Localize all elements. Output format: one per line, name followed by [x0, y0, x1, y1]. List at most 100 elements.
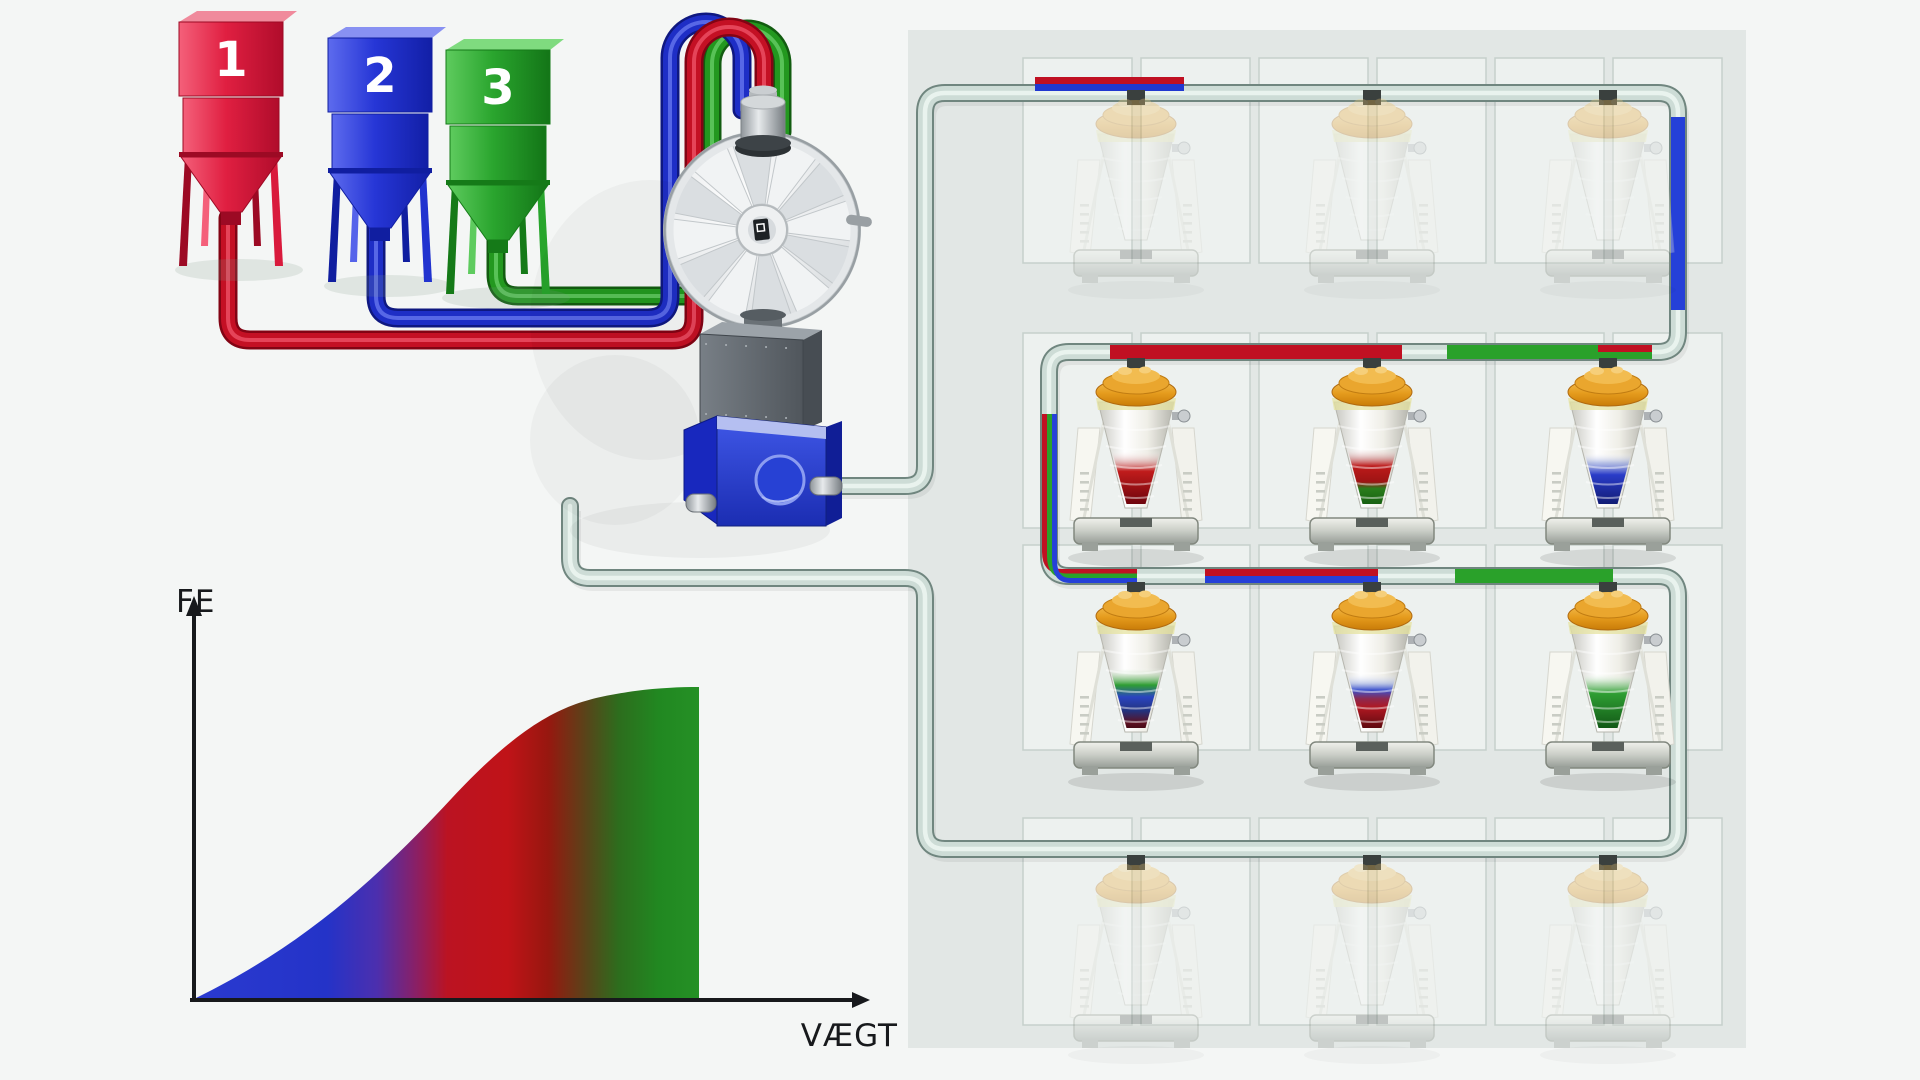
vent-slot [1183, 1005, 1192, 1008]
tray-foot [1318, 1039, 1334, 1048]
tray-outlet [1592, 742, 1624, 751]
x-axis-arrow [852, 992, 870, 1008]
vent-slot [1419, 213, 1428, 216]
side-valve-stub [1644, 412, 1654, 420]
dome-knob [1139, 98, 1151, 106]
vent-slot [1419, 1005, 1428, 1008]
vent-slot [1655, 705, 1664, 708]
feed-tray [1309, 249, 1435, 277]
silo-box-top [446, 39, 564, 50]
drop-connector [1599, 90, 1617, 105]
dome-cap [1584, 100, 1632, 116]
dome-knob [1118, 99, 1132, 107]
dome-knob [1118, 367, 1132, 375]
blower-wheel [663, 131, 872, 329]
side-valve-stub [1408, 909, 1418, 917]
hopper-rivets [705, 343, 788, 419]
vent-slot [1183, 732, 1192, 735]
dispenser-shadow [1304, 281, 1440, 299]
drop-connector [1127, 855, 1145, 870]
silo-shadow [442, 287, 570, 309]
vent-slot [1552, 732, 1561, 735]
silo-number: 2 [363, 48, 396, 104]
cone-ribs [1573, 649, 1643, 723]
feed-dispenser [1069, 863, 1203, 1048]
dome-ring [1338, 103, 1406, 127]
vent-slot [1080, 222, 1089, 225]
tray-outlet [1592, 518, 1624, 527]
frame-struts [1318, 908, 1426, 1016]
feed-station-r1-c1 [1069, 90, 1203, 283]
dispenser-shadow [1540, 281, 1676, 299]
silo-shadow [324, 275, 452, 297]
tray-foot [1174, 274, 1190, 283]
vent-slot [1080, 732, 1089, 735]
dome-ring [1102, 103, 1170, 127]
dome-knob [1611, 366, 1623, 374]
feed-station-r3-c2 [1304, 582, 1440, 791]
vent-slot [1080, 490, 1089, 493]
silo-leg [537, 184, 550, 294]
vent-slot [1080, 499, 1089, 502]
feed-tray [1309, 1014, 1435, 1042]
side-valve-knob [1177, 409, 1191, 423]
vent-slot [1080, 969, 1089, 972]
feed-content-red-green [1339, 418, 1405, 504]
vent-slot [1655, 696, 1664, 699]
dome-knob [1354, 864, 1368, 872]
dispenser-shadow [1304, 549, 1440, 567]
vent-slot [1316, 222, 1325, 225]
silo-box-top [328, 27, 446, 38]
vent-slot [1552, 723, 1561, 726]
silo-flange [328, 168, 432, 173]
silo-spout [370, 228, 390, 241]
tray-foot [1410, 1039, 1426, 1048]
side-valve-stub [1172, 144, 1182, 152]
vent-slot [1316, 231, 1325, 234]
side-valve-knob [1413, 141, 1427, 155]
vent-slot [1552, 499, 1561, 502]
vent-slot [1655, 240, 1664, 243]
cone-ribs [1101, 922, 1171, 996]
silo-leg [446, 184, 459, 294]
inlet-cylinder-top [740, 94, 786, 110]
flow-segment-left-drop-stripe-blue [1052, 414, 1137, 583]
tray-foot [1410, 542, 1426, 551]
vent-slot [1419, 723, 1428, 726]
tray-foot [1318, 542, 1334, 551]
cone-ribs [1101, 649, 1171, 723]
feed-dispenser [1304, 366, 1440, 567]
vent-slot [1419, 231, 1428, 234]
dome-knob [1590, 864, 1604, 872]
tray-foot [1646, 1039, 1662, 1048]
vent-slot [1419, 996, 1428, 999]
side-valve-stub [1644, 636, 1654, 644]
feed-dispenser [1540, 590, 1676, 791]
dispenser-shadow [1304, 1046, 1440, 1064]
silo-funnel [180, 156, 282, 213]
dispenser-dome [1095, 109, 1177, 139]
vent-slot [1183, 696, 1192, 699]
dome-knob [1375, 590, 1387, 598]
feed-dispenser [1068, 590, 1204, 791]
cone-ribs [1337, 649, 1407, 723]
tray-foot [1318, 274, 1334, 283]
vent-slot [1419, 696, 1428, 699]
red-supply-pipe-gloss [226, 25, 766, 342]
silo-body [331, 113, 429, 171]
tray-outlet [1356, 1015, 1388, 1024]
vent-slot [1316, 969, 1325, 972]
side-valve-knob [1649, 906, 1663, 920]
vent-slot [1655, 714, 1664, 717]
vent-slot [1316, 472, 1325, 475]
tray-foot [1554, 766, 1570, 775]
side-valve-stub [1408, 412, 1418, 420]
vent-slot [1655, 222, 1664, 225]
dome-knob [1611, 863, 1623, 871]
dome-knob [1590, 591, 1604, 599]
vent-slot [1655, 996, 1664, 999]
vent-slot [1183, 987, 1192, 990]
vent-slot [1316, 481, 1325, 484]
vent-slot [1655, 472, 1664, 475]
